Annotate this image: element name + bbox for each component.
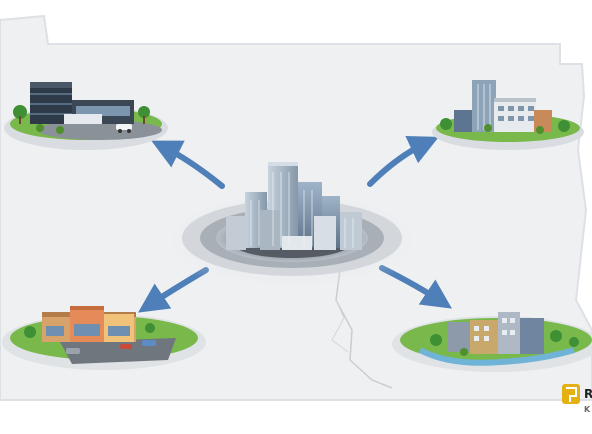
county-border-line xyxy=(335,269,393,389)
brand-subtitle: K xyxy=(584,405,591,414)
arrow-to-top-left-icon xyxy=(151,140,225,189)
city-skyscrapers-icon xyxy=(154,162,430,292)
river-line xyxy=(331,299,349,353)
suburban-apartments-icon xyxy=(432,80,584,150)
brand-wordmark: R xyxy=(584,387,592,401)
lakeside-housing-icon xyxy=(392,312,592,372)
office-campus-icon xyxy=(4,82,168,150)
arrow-to-top-right-icon xyxy=(367,136,439,187)
shopping-strip-mall-icon xyxy=(2,306,206,370)
brand-logo: R K xyxy=(562,384,592,414)
